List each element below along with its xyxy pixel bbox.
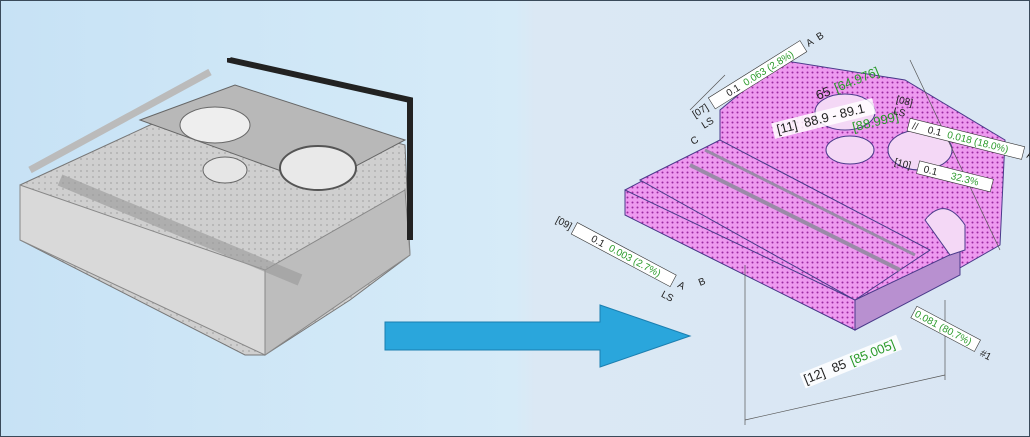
svg-text:[85.005]: [85.005] <box>848 337 897 369</box>
annotation-12[interactable]: [12] 85 [85.005] <box>799 334 903 389</box>
scanned-part <box>19 57 413 356</box>
datum-b: B <box>697 276 708 289</box>
svg-text://: // <box>911 121 919 133</box>
svg-text:0.1: 0.1 <box>926 125 943 139</box>
svg-text:LS: LS <box>892 106 907 120</box>
svg-text:C: C <box>689 135 701 148</box>
dimension-lines <box>689 59 1001 425</box>
svg-text:B: B <box>815 30 827 43</box>
svg-text:A: A <box>804 36 816 49</box>
svg-text:[10]: [10] <box>893 157 912 172</box>
svg-text:LS: LS <box>659 289 675 305</box>
svg-text:#1: #1 <box>978 348 993 363</box>
svg-text:65: 65 <box>814 83 833 102</box>
svg-text:[11]: [11] <box>775 117 799 137</box>
svg-text:85: 85 <box>829 356 848 375</box>
svg-text:[08]: [08] <box>895 94 914 109</box>
svg-text:0.1: 0.1 <box>922 164 939 178</box>
svg-text:A: A <box>675 280 686 293</box>
svg-text:LS: LS <box>700 115 716 131</box>
annotation-81[interactable]: 0.081 (80.7%) #1 <box>909 305 996 363</box>
svg-text:0.003 (2.7%): 0.003 (2.7%) <box>607 243 663 280</box>
arrow-icon <box>384 304 692 368</box>
svg-text:A: A <box>1025 150 1030 162</box>
svg-text:0.081 (80.7%): 0.081 (80.7%) <box>913 309 974 348</box>
svg-text:[09]: [09] <box>554 215 574 233</box>
